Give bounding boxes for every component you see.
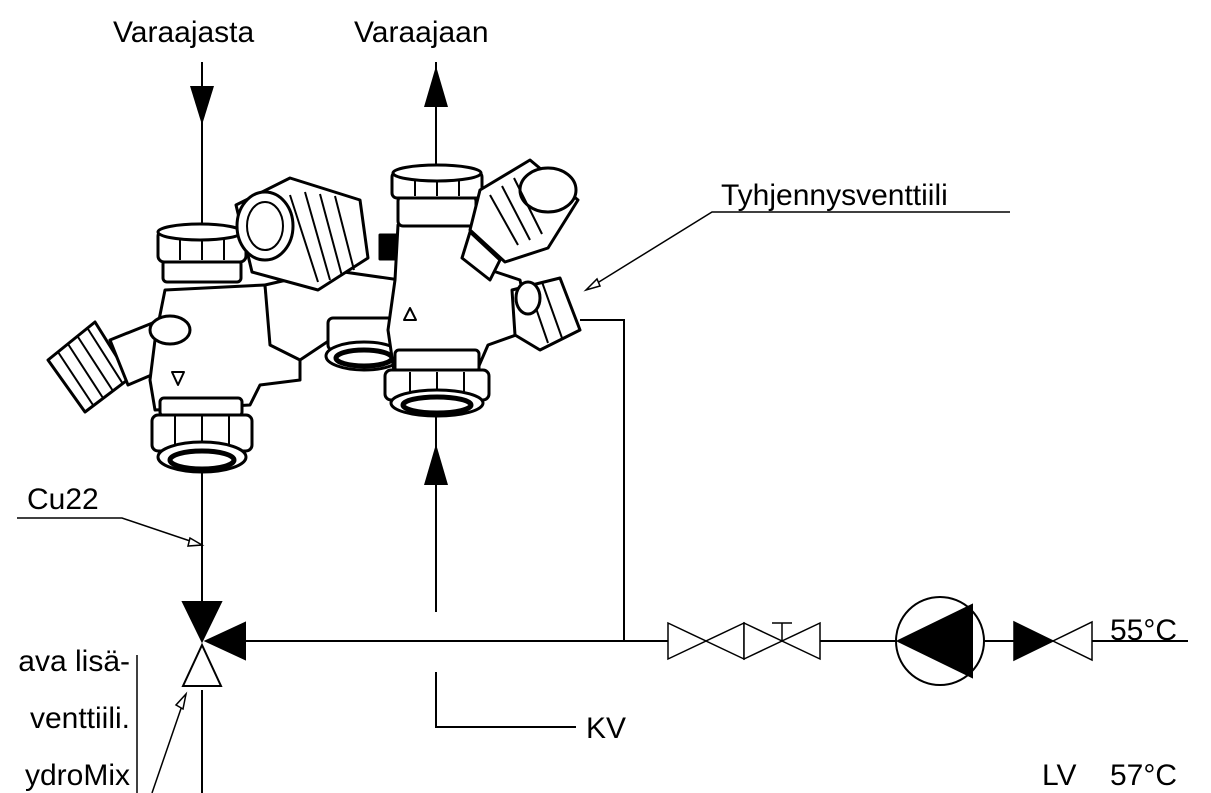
arrow-up-outlet bbox=[424, 66, 448, 107]
label-from-tank: Varaajasta bbox=[113, 16, 255, 49]
label-extra-valve-3: ydroMix bbox=[25, 759, 130, 792]
label-pipe-size: Cu22 bbox=[27, 483, 99, 516]
label-temp-in: 55°C bbox=[1110, 614, 1177, 647]
label-temp-out: 57°C bbox=[1110, 759, 1177, 792]
label-to-tank: Varaajaan bbox=[354, 16, 489, 49]
drain-valve-leader bbox=[585, 211, 1010, 291]
label-hot-water: LV bbox=[1042, 759, 1076, 792]
arrow-down-inlet bbox=[190, 86, 214, 125]
label-drain-valve: Tyhjennysventtiili bbox=[721, 179, 948, 212]
label-extra-valve-1: ava lisä- bbox=[18, 645, 130, 678]
label-extra-valve-2: venttiili. bbox=[30, 702, 130, 735]
label-cold-water: KV bbox=[586, 712, 626, 745]
flow-arrows bbox=[190, 66, 448, 485]
arrow-up-return bbox=[424, 444, 448, 485]
check-valve-symbol bbox=[1013, 620, 1093, 662]
leader-lines bbox=[17, 211, 1010, 793]
hydromix-valve-assembly bbox=[46, 158, 582, 474]
pipe-size-leader bbox=[17, 517, 203, 546]
pump-symbol bbox=[895, 596, 985, 686]
three-way-valve-symbol bbox=[181, 601, 246, 687]
shutoff-valves bbox=[667, 621, 821, 661]
pipes bbox=[201, 62, 1188, 793]
